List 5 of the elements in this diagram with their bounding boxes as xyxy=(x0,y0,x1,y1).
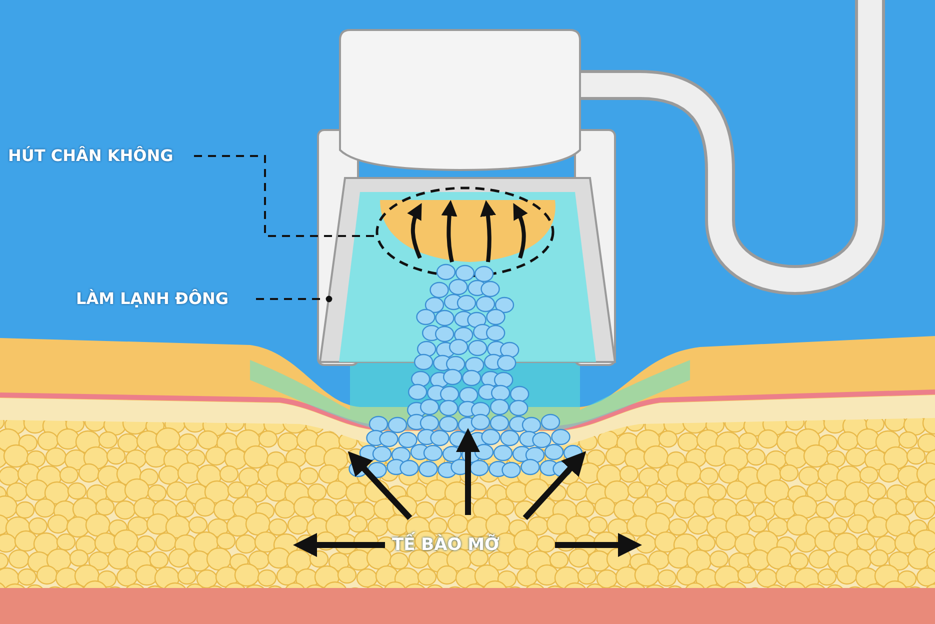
callout-label: HÚT CHÂN KHÔNG xyxy=(8,146,174,166)
callout-label: LÀM LẠNH ĐÔNG xyxy=(76,289,229,309)
dashed-ellipse xyxy=(376,186,554,278)
leader-line xyxy=(256,296,332,302)
leader-line xyxy=(194,155,377,237)
